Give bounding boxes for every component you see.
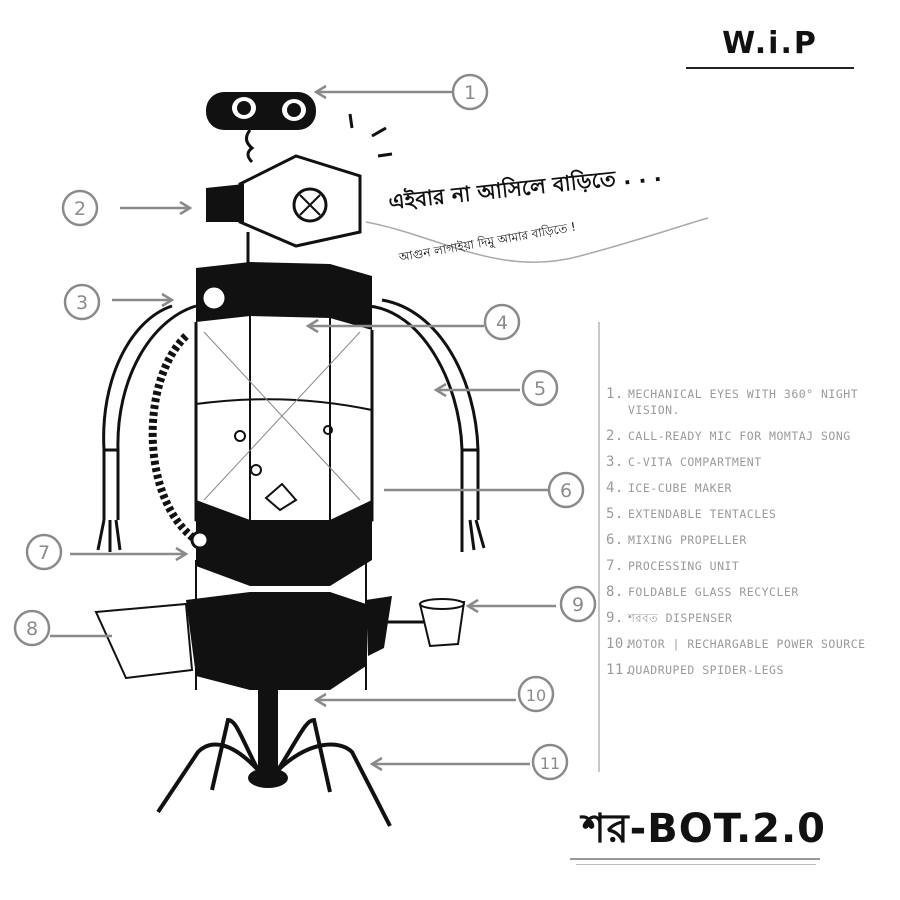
legend-item: 1.Mechanical eyes with 360° night vision… <box>606 386 896 418</box>
marker-label: 10 <box>526 686 546 705</box>
main-tank <box>190 262 374 586</box>
diagram-title: শর-BOT.2.0 <box>581 806 827 852</box>
legend-text: Mechanical eyes with 360° night vision. <box>628 387 859 417</box>
legend-number: 11. <box>606 662 633 678</box>
marker-circle <box>13 609 51 647</box>
marker-label: 9 <box>572 594 584 616</box>
extendable-tentacles <box>96 298 486 552</box>
legend-number: 6. <box>606 532 624 548</box>
legend-item: 6. Mixing propeller <box>606 532 896 548</box>
legend-item: 2. Call-ready mic for Momtaj song <box>606 428 896 444</box>
legend-item: 4. Ice-cube maker <box>606 480 896 496</box>
exclamation-strokes <box>348 113 393 158</box>
legend-text: Quadruped spider-legs <box>628 663 784 677</box>
title-underline <box>570 858 820 860</box>
marker-label: 6 <box>560 480 572 502</box>
spider-legs <box>156 690 392 827</box>
legend-divider <box>598 322 600 772</box>
marker-circle <box>517 675 555 713</box>
marker-circle <box>63 283 101 321</box>
legend-number: 1. <box>606 386 624 402</box>
title-underline-2 <box>576 864 816 865</box>
legend-text: Motor | Rechargable power source <box>628 637 866 651</box>
legend-text: C-vita compartment <box>628 455 762 469</box>
marker-circle <box>25 533 63 571</box>
marker-circle <box>451 73 489 111</box>
legend-text: Ice-cube maker <box>628 481 732 495</box>
marker-group: 1 2 3 4 5 6 7 8 9 10 11 <box>13 73 597 781</box>
legend-list: 1.Mechanical eyes with 360° night vision… <box>606 386 896 688</box>
processing-tube <box>148 333 199 544</box>
legend-number: 3. <box>606 454 624 470</box>
status-underline <box>686 67 854 69</box>
legend-text: শরবত dispenser <box>628 611 733 625</box>
legend-item: 7. Processing unit <box>606 558 896 574</box>
call-mic-box <box>206 154 362 266</box>
marker-circle <box>521 369 559 407</box>
legend-item: 9. শরবত dispenser <box>606 610 896 626</box>
marker-label: 3 <box>76 292 88 314</box>
legend-number: 5. <box>606 506 624 522</box>
lower-unit <box>94 560 466 690</box>
legend-item: 8. Foldable glass recycler <box>606 584 896 600</box>
legend-text: Mixing propeller <box>628 533 747 547</box>
marker-label: 4 <box>496 312 508 334</box>
legend-number: 4. <box>606 480 624 496</box>
legend-number: 7. <box>606 558 624 574</box>
marker-label: 5 <box>534 378 546 400</box>
legend-text: Extendable tentacles <box>628 507 777 521</box>
marker-circle <box>531 743 569 781</box>
marker-circle <box>547 471 585 509</box>
callout-wave <box>365 217 709 263</box>
legend-text: Processing unit <box>628 559 740 573</box>
legend-item: 5. Extendable tentacles <box>606 506 896 522</box>
marker-label: 11 <box>540 754 560 773</box>
legend-number: 2. <box>606 428 624 444</box>
mechanical-eyes <box>206 92 316 164</box>
legend-item: 11.Quadruped spider-legs <box>606 662 896 678</box>
pointer-arrows <box>50 84 556 772</box>
status-label: W.i.P <box>722 26 818 61</box>
marker-label: 8 <box>26 618 38 640</box>
marker-circle <box>61 189 99 227</box>
legend-text: Foldable glass recycler <box>628 585 799 599</box>
marker-label: 2 <box>74 198 86 220</box>
marker-label: 1 <box>464 82 476 104</box>
legend-item: 3. C-vita compartment <box>606 454 896 470</box>
legend-number: 9. <box>606 610 624 626</box>
legend-item: 10.Motor | Rechargable power source <box>606 636 896 652</box>
marker-label: 7 <box>38 542 50 564</box>
marker-circle <box>483 303 521 341</box>
legend-number: 8. <box>606 584 624 600</box>
legend-text: Call-ready mic for Momtaj song <box>628 429 851 443</box>
legend-number: 10. <box>606 636 633 652</box>
marker-circle <box>559 585 597 623</box>
